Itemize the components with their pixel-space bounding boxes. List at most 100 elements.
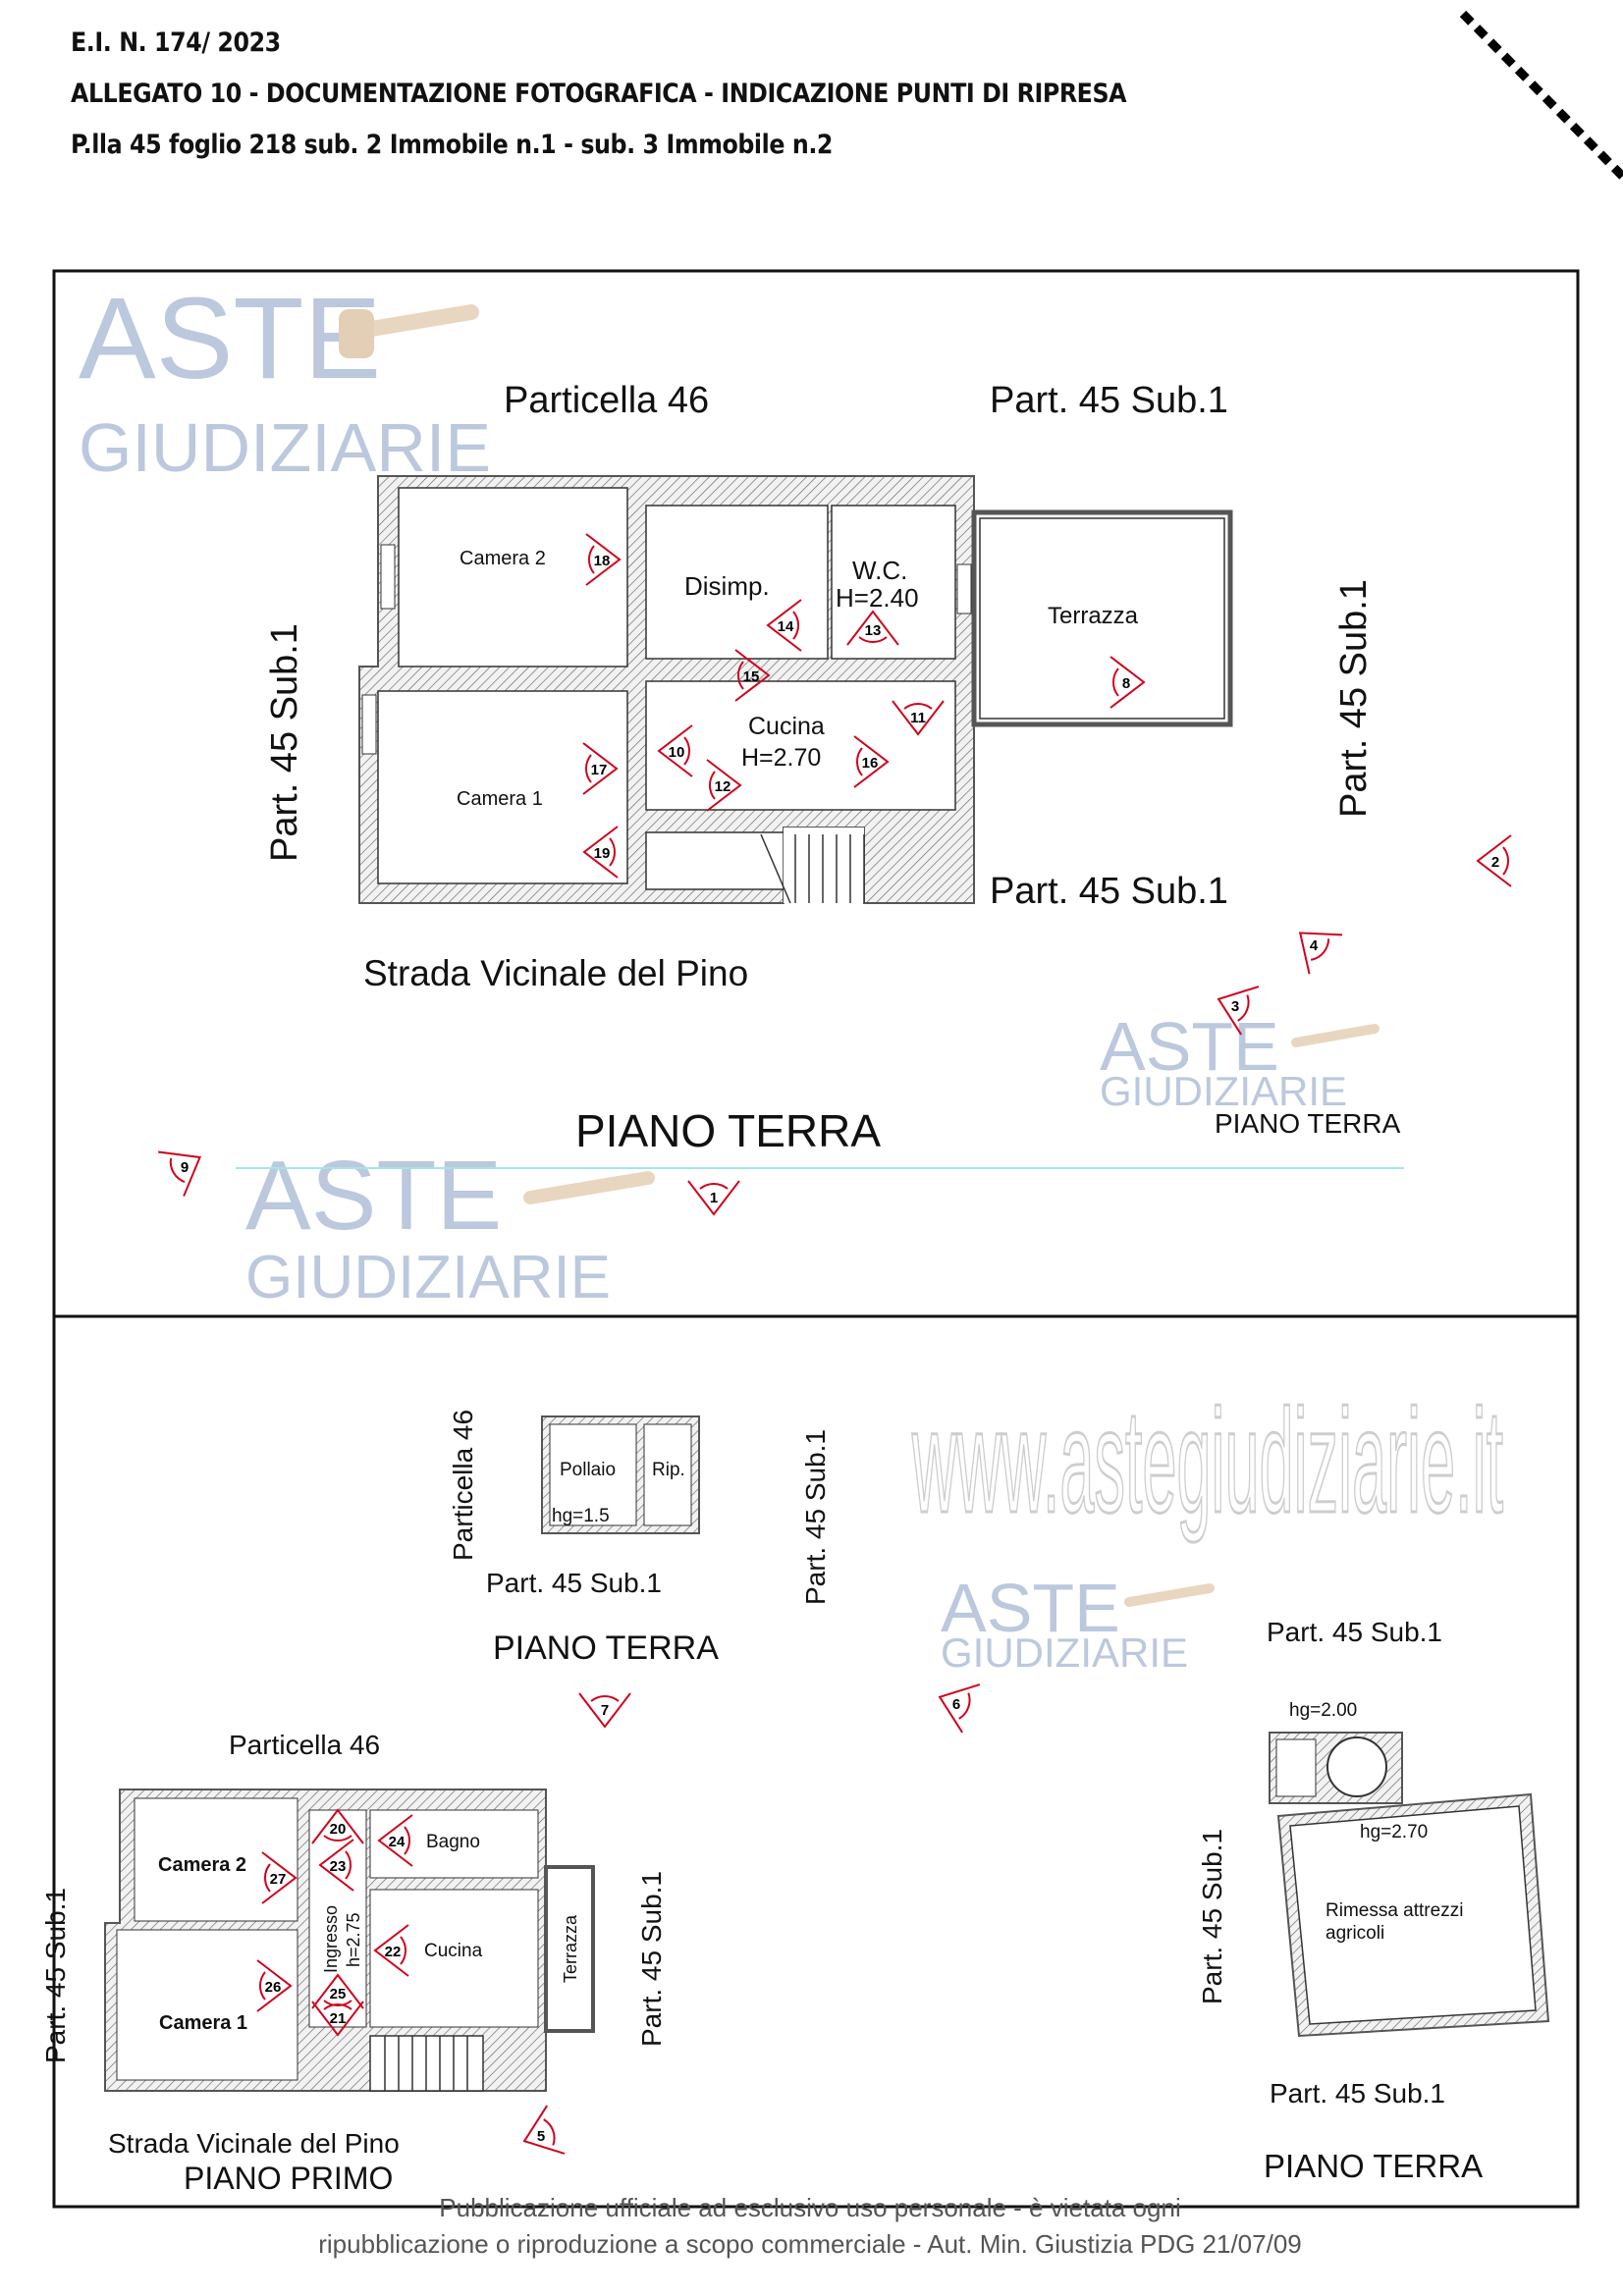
photo-point-marker: 21 bbox=[311, 2001, 364, 2037]
label-pollaio-height: hg=1.5 bbox=[552, 1506, 610, 1526]
label-particella-46: Particella 46 bbox=[504, 380, 709, 421]
label-wc: W.C. bbox=[852, 556, 907, 585]
label-part-45-primo-vertical: Part. 45 Sub.1 bbox=[636, 1871, 667, 2047]
window bbox=[361, 694, 377, 755]
photo-point-marker: 1 bbox=[687, 1180, 740, 1216]
photo-point-marker: 23 bbox=[318, 1839, 354, 1892]
camera-wedge-icon bbox=[585, 533, 622, 586]
camera-wedge-icon bbox=[261, 1851, 298, 1904]
photo-point-number: 3 bbox=[1231, 998, 1239, 1015]
photo-point-number: 20 bbox=[330, 1821, 347, 1838]
photo-point-marker: 4 bbox=[1298, 932, 1343, 975]
label-rimessa-line1: Rimessa attrezzi bbox=[1325, 1900, 1463, 1921]
window bbox=[956, 563, 972, 614]
label-part-45-left-cut: Part. 45 Sub.1 bbox=[40, 1888, 71, 2063]
svg-text:GIUDIZIARIE: GIUDIZIARIE bbox=[79, 409, 491, 486]
label-part-45-right-bottom: Part. 45 Sub.1 bbox=[1270, 2078, 1445, 2109]
camera-wedge-icon bbox=[853, 735, 890, 788]
camera-wedge-icon bbox=[892, 700, 945, 736]
photo-point-marker: 17 bbox=[582, 742, 619, 795]
photo-point-number: 12 bbox=[715, 778, 731, 795]
photo-point-number: 13 bbox=[865, 622, 882, 639]
camera-wedge-icon bbox=[734, 649, 771, 702]
label-primo-bagno: Bagno bbox=[426, 1832, 480, 1852]
camera-wedge-icon bbox=[706, 759, 742, 812]
watermark-aste-3: ASTE GIUDIZIARIE bbox=[1100, 1008, 1380, 1114]
svg-text:ASTE: ASTE bbox=[245, 1141, 502, 1251]
photo-point-number: 27 bbox=[270, 1871, 287, 1888]
plan-piano-terra-house bbox=[358, 475, 1233, 904]
photo-point-marker: 9 bbox=[158, 1150, 202, 1197]
photo-point-number: 11 bbox=[910, 710, 926, 726]
photo-point-marker: 10 bbox=[657, 724, 693, 777]
camera-wedge-icon bbox=[766, 599, 802, 652]
camera-wedge-icon bbox=[1217, 986, 1260, 1036]
label-camera-1: Camera 1 bbox=[457, 788, 543, 810]
camera-wedge-icon bbox=[657, 724, 693, 777]
outer-frame bbox=[52, 269, 1580, 2209]
svg-text:ASTE: ASTE bbox=[941, 1570, 1120, 1646]
room-wc bbox=[831, 505, 956, 660]
photo-point-marker: 20 bbox=[311, 1808, 364, 1844]
photo-point-marker: 13 bbox=[846, 610, 899, 646]
label-cucina: Cucina bbox=[748, 713, 825, 740]
photo-point-marker: 26 bbox=[256, 1959, 293, 2012]
label-piano-terra-big: PIANO TERRA bbox=[575, 1105, 881, 1156]
photo-point-number: 21 bbox=[330, 2010, 347, 2027]
photo-point-number: 24 bbox=[389, 1834, 406, 1850]
label-part-45-right: Part. 45 Sub.1 bbox=[1333, 579, 1375, 818]
plan-pollaio bbox=[541, 1415, 700, 1534]
photo-point-number: 18 bbox=[594, 553, 611, 569]
footer-line-1: Pubblicazione ufficiale ad esclusivo uso… bbox=[439, 2193, 1180, 2222]
camera-wedge-icon bbox=[318, 1839, 354, 1892]
camera-wedge-icon bbox=[846, 610, 899, 646]
label-part-45-left: Part. 45 Sub.1 bbox=[264, 623, 305, 862]
photo-point-number: 22 bbox=[385, 1944, 402, 1960]
camera-wedge-icon bbox=[938, 1683, 981, 1734]
label-wc-height: H=2.40 bbox=[836, 583, 919, 613]
camera-wedge-icon bbox=[582, 742, 619, 795]
photo-point-number: 5 bbox=[537, 2128, 545, 2145]
watermark-site: www.astegiudiziarie.it bbox=[911, 1380, 1503, 1544]
label-rip: Rip. bbox=[652, 1460, 685, 1480]
photo-point-number: 14 bbox=[778, 618, 794, 635]
photo-point-marker: 22 bbox=[373, 1924, 409, 1977]
label-primo-ingresso-height: h=2.75 bbox=[344, 1912, 363, 1967]
label-terrazza: Terrazza bbox=[1048, 603, 1139, 629]
label-part-45-vertical-mid: Part. 45 Sub.1 bbox=[800, 1429, 831, 1605]
camera-wedge-icon bbox=[311, 2001, 364, 2037]
label-cucina-height: H=2.70 bbox=[741, 744, 821, 772]
photo-point-number: 23 bbox=[330, 1858, 347, 1875]
svg-text:GIUDIZIARIE: GIUDIZIARIE bbox=[1100, 1068, 1347, 1114]
camera-wedge-icon bbox=[687, 1180, 740, 1216]
svg-text:ASTE: ASTE bbox=[79, 274, 381, 403]
plan-rimessa bbox=[1269, 1732, 1550, 2038]
label-road-primo: Strada Vicinale del Pino bbox=[108, 2128, 400, 2159]
photo-point-marker: 12 bbox=[706, 759, 742, 812]
photo-point-number: 9 bbox=[181, 1159, 189, 1176]
camera-wedge-icon bbox=[158, 1150, 202, 1197]
camera-wedge-icon bbox=[256, 1959, 293, 2012]
label-primo-camera-1: Camera 1 bbox=[159, 2012, 247, 2034]
label-piano-terra-small: PIANO TERRA bbox=[1215, 1108, 1401, 1139]
photo-point-marker: 6 bbox=[938, 1683, 981, 1734]
label-camera-2: Camera 2 bbox=[460, 548, 546, 569]
camera-wedge-icon bbox=[373, 1924, 409, 1977]
photo-point-number: 7 bbox=[601, 1702, 609, 1719]
case-number: E.I. N. 174/ 2023 bbox=[71, 27, 281, 58]
camera-wedge-icon bbox=[1109, 656, 1146, 709]
room-terrazza bbox=[971, 509, 1233, 727]
photo-point-marker: 19 bbox=[582, 826, 619, 879]
photo-point-number: 17 bbox=[591, 762, 608, 778]
svg-text:GIUDIZIARIE: GIUDIZIARIE bbox=[941, 1629, 1188, 1676]
label-primo-terrazza: Terrazza bbox=[561, 1914, 580, 1983]
label-disimp: Disimp. bbox=[684, 571, 770, 601]
photo-point-marker: 5 bbox=[522, 2105, 566, 2155]
label-pollaio: Pollaio bbox=[560, 1460, 616, 1480]
photo-points: 1234567891011121314151617181920212223242… bbox=[158, 533, 1512, 2155]
svg-text:ASTE: ASTE bbox=[1100, 1008, 1279, 1085]
label-particella-46-vertical: Particella 46 bbox=[448, 1410, 478, 1561]
stairs bbox=[760, 828, 865, 904]
label-rimessa-height: hg=2.70 bbox=[1360, 1822, 1428, 1842]
